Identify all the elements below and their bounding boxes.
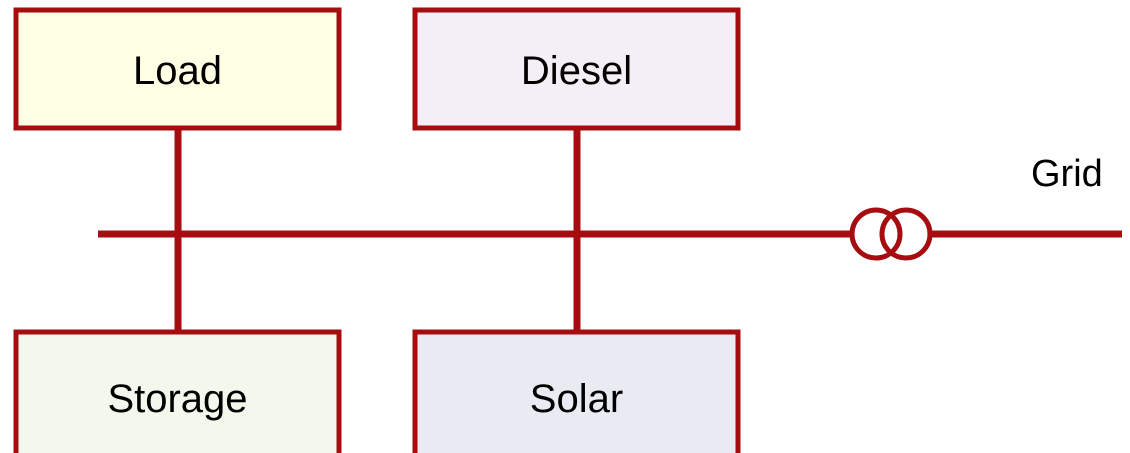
storage-box [13, 329, 342, 453]
storage-node: Storage [13, 329, 342, 453]
storage-label: Storage [107, 377, 247, 421]
transformer-icon [849, 207, 933, 261]
load-box [13, 7, 342, 131]
diesel-node: Diesel [412, 7, 741, 131]
solar-box [412, 329, 741, 453]
diesel-label: Diesel [521, 49, 632, 93]
solar-label: Solar [530, 377, 623, 421]
grid-label: Grid [1031, 153, 1103, 195]
load-node: Load [13, 7, 342, 131]
solar-node: Solar [412, 329, 741, 453]
load-label: Load [133, 49, 222, 93]
diesel-box [412, 7, 741, 131]
